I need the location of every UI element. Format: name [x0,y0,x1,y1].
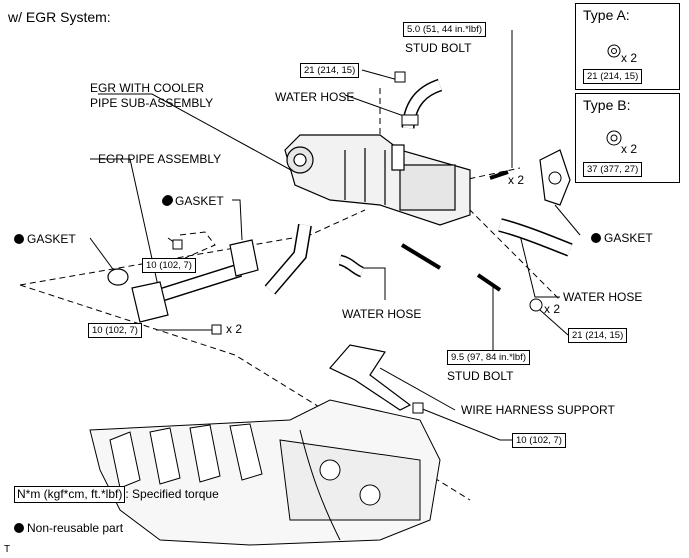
type-b-nut-icon [606,130,622,146]
type-a-nut-icon [607,44,621,58]
egr-pipe-flange [131,281,169,323]
qty-bolt-left: x 2 [226,322,243,336]
leader-water-hose-lower [345,267,386,300]
label-stud-bolt-top: STUD BOLT [405,41,472,55]
label-water-hose-right: WATER HOSE [563,290,643,304]
leader-gasket-right [554,204,581,236]
label-egr-cooler-1: EGR WITH COOLER [90,81,205,95]
bolt-top [394,71,406,83]
corner-mark: T [4,544,11,555]
torque-stud-lower: 9.5 (97, 84 in.*lbf) [447,350,530,365]
legend-nonreusable: Non-reusable part [14,521,123,535]
label-egr-cooler-2: PIPE SUB-ASSEMBLY [90,96,214,110]
bolt-left-lower [211,324,222,335]
dash-main-upper [19,209,366,286]
torque-left-bolt-upper: 10 (102, 7) [142,258,196,273]
leader-nut-right [539,309,569,336]
type-a-panel: Type A: x 2 21 (214, 15) [575,3,680,90]
type-a-torque: 21 (214, 15) [583,69,643,84]
type-b-panel: Type B: x 2 37 (377, 27) [575,93,680,183]
leader-egr-cooler [98,93,301,176]
legend-torque: N*m (kgf*cm, ft.*lbf): Specified torque [14,486,219,503]
label-water-hose-lower: WATER HOSE [342,307,422,321]
label-egr-pipe: EGR PIPE ASSEMBLY [98,152,222,166]
label-wire-harness-support: WIRE HARNESS SUPPORT [461,403,615,417]
torque-left-bolt-lower: 10 (102, 7) [88,323,142,338]
leader-water-hose-right [519,234,560,298]
nonreusable-dot-icon [14,523,24,533]
bolt-left-upper [172,239,183,250]
leader-gasket-left [89,237,116,273]
nonreusable-dot-icon [14,234,24,244]
nonreusable-dot-icon [162,196,172,206]
label-stud-bolt-lower: STUD BOLT [447,369,514,383]
qty-nut-right: x 2 [544,302,561,316]
qty-stud-top: x 2 [508,173,525,187]
leader-egr-pipe [90,158,161,296]
stud-lower-shape [400,243,502,292]
torque-top-bolt: 21 (214, 15) [300,63,360,78]
dash-bolt-left [179,231,216,259]
leader-bolt-top [361,69,399,81]
label-gasket-left: GASKET [14,232,76,246]
label-water-hose-top: WATER HOSE [275,90,355,104]
type-a-qty: x 2 [621,51,638,65]
type-b-torque: 37 (377, 27) [583,162,643,177]
bolt-harness [412,402,424,414]
leader-gasket-mid [232,199,243,241]
type-b-qty: x 2 [621,142,638,156]
type-a-title: Type A: [583,7,630,23]
hose-clamp-top [401,114,419,126]
legend-torque-desc: : Specified torque [125,487,219,501]
label-gasket-right: GASKET [591,231,653,245]
gasket-left-shape [107,268,129,286]
label-gasket-mid: GASKET [162,194,224,208]
torque-top-stud: 5.0 (51, 44 in.*lbf) [403,22,486,37]
egr-cooler-assembly [284,134,471,226]
stud-top-shape [489,170,509,180]
engine-block [89,399,441,546]
page-title: w/ EGR System: [8,9,111,25]
leader-bolt-harness [419,407,512,441]
wire-harness-support-shape [329,344,412,411]
nut-right [529,298,543,312]
legend-torque-unit: N*m (kgf*cm, ft.*lbf) [14,486,126,503]
type-b-title: Type B: [583,97,631,113]
nonreusable-dot-icon [591,233,601,243]
gasket-mid-shape [229,239,259,277]
torque-nut-right: 21 (214, 15) [568,328,628,343]
leader-harness [379,367,456,411]
torque-wire-harness: 10 (102, 7) [512,433,566,448]
